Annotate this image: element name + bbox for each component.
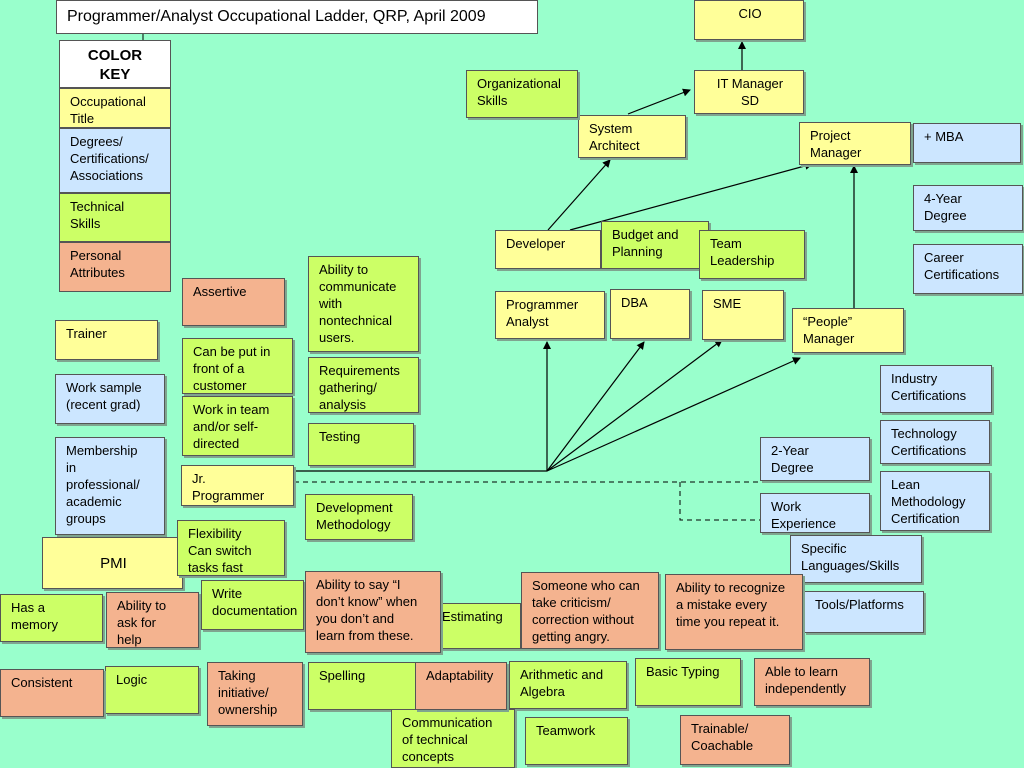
arrow-to-dba <box>546 341 645 472</box>
communicate-nontechnical-box: Ability to communicate with nontechnical… <box>308 256 419 352</box>
dashed-line-work-experience <box>679 482 762 521</box>
teamwork-box: Teamwork <box>525 717 628 765</box>
lean-methodology-certification-box: Lean Methodology Certification <box>880 471 990 531</box>
color-key-degrees: Degrees/ Certifications/ Associations <box>59 128 171 193</box>
estimating-box: Estimating <box>431 603 521 649</box>
industry-certifications-box: Industry Certifications <box>880 365 992 413</box>
learn-independently-box: Able to learn independently <box>754 658 870 706</box>
technology-certifications-box: Technology Certifications <box>880 420 990 464</box>
trainer-box: Trainer <box>55 320 158 360</box>
ask-for-help-box: Ability to ask for help <box>106 592 199 648</box>
arrow-to-it-manager <box>627 88 691 115</box>
arrow-to-sme <box>546 339 723 472</box>
assertive-box: Assertive <box>182 278 285 326</box>
recognize-mistake-box: Ability to recognize a mistake every tim… <box>665 574 803 650</box>
project-manager-box: Project Manager <box>799 122 911 165</box>
programmer-analyst-box: Programmer Analyst <box>495 291 605 339</box>
trainable-coachable-box: Trainable/ Coachable <box>680 715 790 765</box>
testing-box: Testing <box>308 423 414 466</box>
consistent-box: Consistent <box>0 669 104 717</box>
career-certifications-box: Career Certifications <box>913 244 1023 294</box>
customer-facing-box: Can be put in front of a customer <box>182 338 293 394</box>
development-methodology-box: Development Methodology <box>305 494 413 540</box>
has-memory-box: Has a memory <box>0 594 103 642</box>
basic-typing-box: Basic Typing <box>635 658 741 706</box>
four-year-degree-box: 4-Year Degree <box>913 185 1023 231</box>
taking-initiative-box: Taking initiative/ ownership <box>207 662 303 726</box>
requirements-gathering-box: Requirements gathering/ analysis <box>308 357 419 413</box>
take-criticism-box: Someone who can take criticism/ correcti… <box>521 572 659 649</box>
arrow-to-project-manager <box>569 161 813 231</box>
work-in-team-box: Work in team and/or self- directed <box>182 396 293 456</box>
sme-box: SME <box>702 290 784 340</box>
color-key-occupational-title: Occupational Title <box>59 88 171 128</box>
specific-languages-box: Specific Languages/Skills <box>790 535 922 583</box>
work-sample-box: Work sample (recent grad) <box>55 374 165 424</box>
color-key-personal-attributes: Personal Attributes <box>59 242 171 292</box>
logic-box: Logic <box>105 666 199 714</box>
it-manager-box: IT Manager SD <box>694 70 804 114</box>
arrow-to-system-architect <box>547 159 611 231</box>
color-key-technical-skills: Technical Skills <box>59 193 171 242</box>
work-experience-box: Work Experience <box>760 493 870 533</box>
team-leadership-box: Team Leadership <box>699 230 805 279</box>
arrow-to-people-manager <box>546 357 801 472</box>
color-key-heading: COLOR KEY <box>59 40 171 88</box>
two-year-degree-box: 2-Year Degree <box>760 437 870 481</box>
cio-box: CIO <box>694 0 804 40</box>
tools-platforms-box: Tools/Platforms <box>804 591 924 633</box>
diagram-title: Programmer/Analyst Occupational Ladder, … <box>56 0 538 34</box>
adaptability-box: Adaptability <box>415 662 507 710</box>
arithmetic-algebra-box: Arithmetic and Algebra <box>509 661 627 709</box>
people-manager-box: “People” Manager <box>792 308 904 353</box>
budget-planning-box: Budget and Planning <box>601 221 709 269</box>
pmi-box: PMI <box>42 537 183 589</box>
developer-box: Developer <box>495 230 601 269</box>
say-dont-know-box: Ability to say “I don’t know” when you d… <box>305 571 441 653</box>
mba-box: + MBA <box>913 123 1021 163</box>
communication-technical-box: Communication of technical concepts <box>391 709 515 768</box>
write-documentation-box: Write documentation <box>201 580 304 630</box>
jr-programmer-box: Jr. Programmer <box>181 465 294 506</box>
system-architect-box: System Architect <box>578 115 686 158</box>
dba-box: DBA <box>610 289 690 339</box>
membership-box: Membership in professional/ academic gro… <box>55 437 165 535</box>
flexibility-box: Flexibility Can switch tasks fast <box>177 520 285 576</box>
organizational-skills-box: Organizational Skills <box>466 70 578 118</box>
spelling-box: Spelling <box>308 662 418 710</box>
